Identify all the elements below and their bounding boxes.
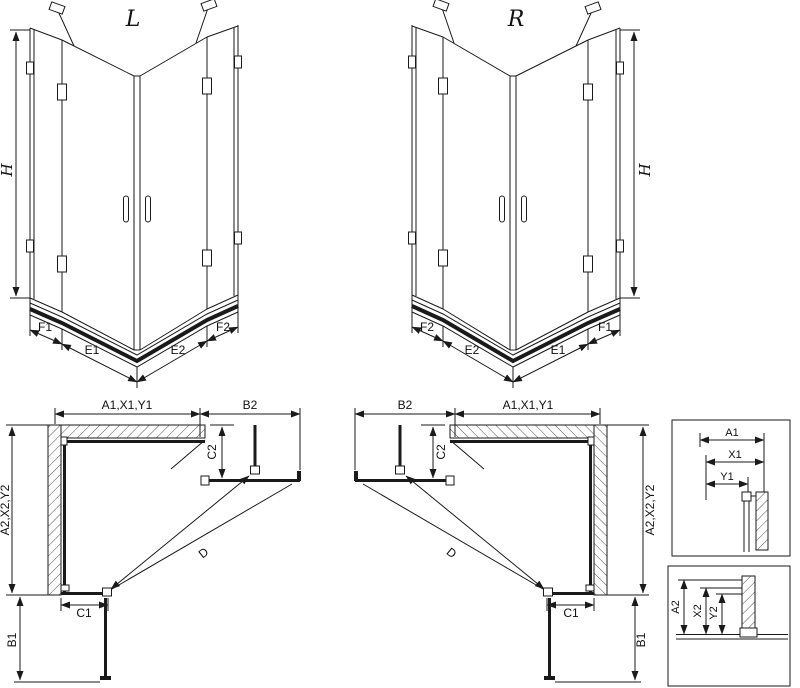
- label-b2-left: B2: [243, 398, 258, 412]
- label-a2-detail: A2: [670, 600, 682, 613]
- label-height-right: H: [636, 163, 654, 178]
- wall-section: [755, 491, 769, 551]
- label-f2-right: F2: [420, 320, 434, 334]
- label-d-left: D: [196, 545, 212, 562]
- label-c2-left: C2: [205, 444, 219, 460]
- label-b1-right: B1: [634, 632, 648, 647]
- label-a1-group-left: A1,X1,Y1: [102, 398, 153, 412]
- label-d-right: D: [444, 545, 460, 562]
- label-e2-right: E2: [465, 343, 480, 357]
- label-height-left: H: [0, 163, 16, 178]
- label-b1-left: B1: [5, 632, 19, 647]
- label-c2-right: C2: [434, 444, 448, 460]
- label-a2-group-left: A2,X2,Y2: [0, 484, 12, 535]
- label-c1-right: C1: [563, 606, 579, 620]
- detail-box-top: [671, 419, 791, 557]
- plan-view-right: B2 A1,X1,Y1 C2 A2,X2,Y2 B1 C1 D: [354, 398, 657, 682]
- label-f2-left: F2: [216, 320, 230, 334]
- label-b2-right: B2: [398, 398, 413, 412]
- label-f1-right: F1: [598, 320, 612, 334]
- label-a2-group-right: A2,X2,Y2: [643, 484, 657, 535]
- plan-view-left: A1,X1,Y1 B2 C2 A2,X2,Y2 B1 C1 D: [0, 398, 301, 682]
- detail-box-bottom: [667, 565, 791, 687]
- label-a1-group-right: A1,X1,Y1: [503, 398, 554, 412]
- label-y1-detail: Y1: [720, 471, 733, 483]
- label-c1-left: C1: [76, 606, 92, 620]
- label-variant-left: L: [125, 7, 141, 32]
- label-y2-detail: Y2: [708, 606, 720, 619]
- label-f1-left: F1: [38, 320, 52, 334]
- plan-drawing-left: [6, 408, 301, 682]
- label-e2-left: E2: [171, 343, 186, 357]
- label-e1-left: E1: [85, 343, 100, 357]
- wall-section: [741, 575, 756, 629]
- label-a1-detail: A1: [725, 427, 738, 439]
- label-x1-detail: X1: [728, 449, 741, 461]
- perspective-view-right: R H F2 E2 E1 F1: [409, 0, 654, 388]
- label-variant-right: R: [507, 7, 525, 32]
- plan-drawing-right: [354, 408, 649, 682]
- perspective-view-left: L H F1 E1 E2 F2: [0, 0, 242, 388]
- label-x2-detail: X2: [692, 604, 704, 617]
- detail-box-bottom-labels: A2 X2 Y2: [670, 600, 720, 619]
- label-e1-right: E1: [551, 343, 566, 357]
- detail-box-top-labels: A1 X1 Y1: [720, 427, 741, 483]
- detail-box-bottom-frame: [667, 565, 791, 687]
